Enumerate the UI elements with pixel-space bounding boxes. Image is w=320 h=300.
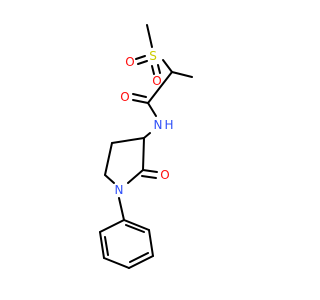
bond-phenyl-inner-2 xyxy=(129,252,149,263)
bond-sulfur-oxygen-left xyxy=(135,55,146,60)
bond-phenyl-6 xyxy=(123,219,150,231)
atom-oxygen-left: O xyxy=(125,55,134,69)
atom-oxygen-bottom: O xyxy=(152,74,161,88)
bond-carbonyl-oxygen-2 xyxy=(132,93,147,98)
bond-sulfur-oxygen-left-2 xyxy=(137,60,148,65)
bond-c2-c3 xyxy=(142,137,145,171)
atom-sulfur: S xyxy=(149,49,157,63)
atom-labels: S O O O N H N O xyxy=(115,49,174,197)
bond-c2-oxygen-2 xyxy=(141,175,157,179)
molecule-diagram: S O O O N H N O xyxy=(99,24,193,269)
atom-oxygen-lactam: O xyxy=(160,168,169,182)
bond-nitrogen-c3 xyxy=(143,132,151,139)
bond-carbonyl-nitrogen xyxy=(147,102,157,117)
bond-phenyl-3 xyxy=(103,257,130,269)
bond-c4-c5 xyxy=(104,142,113,176)
bond-calpha-methyl xyxy=(171,71,193,78)
atom-hydrogen-amide: H xyxy=(164,118,173,132)
bond-c2-oxygen xyxy=(142,169,158,173)
bond-phenyl-2 xyxy=(99,231,105,259)
bond-phenyl-4 xyxy=(128,255,154,269)
atom-oxygen-amide: O xyxy=(120,90,129,104)
bond-phenyl-5 xyxy=(148,229,154,257)
bond-phenyl-inner-1 xyxy=(104,236,109,256)
bond-sulfur-calpha xyxy=(162,59,173,73)
bond-n1-phenyl xyxy=(118,197,125,221)
bonds xyxy=(99,24,193,269)
bond-methyl-sulfur xyxy=(146,24,153,48)
atom-nitrogen-ring: N xyxy=(115,183,124,197)
bond-c5-n1 xyxy=(104,174,115,184)
bond-c3-c4 xyxy=(111,137,145,144)
bond-sulfur-oxygen-bottom xyxy=(151,65,155,75)
bond-sulfur-oxygen-bottom-2 xyxy=(157,64,161,74)
bond-n1-c2 xyxy=(127,169,144,184)
bond-calpha-carbonyl xyxy=(147,71,173,104)
bond-carbonyl-oxygen xyxy=(132,99,149,104)
atom-nitrogen-amide: N xyxy=(154,118,163,132)
bond-phenyl-inner-3 xyxy=(125,224,145,233)
bond-phenyl-1 xyxy=(99,219,125,233)
